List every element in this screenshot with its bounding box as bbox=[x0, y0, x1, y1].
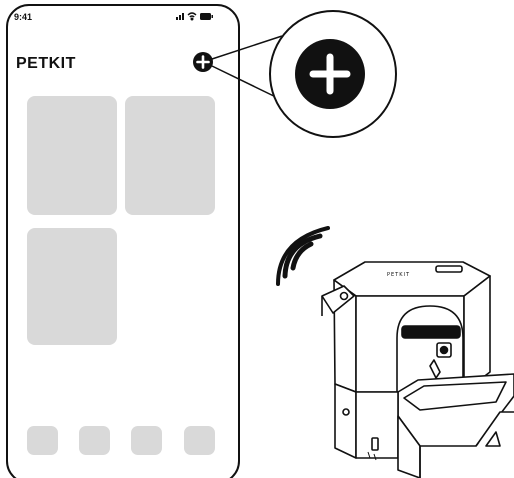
device-card[interactable] bbox=[27, 228, 117, 345]
dock-icon[interactable] bbox=[27, 426, 58, 455]
battery-icon bbox=[200, 13, 213, 20]
device-card[interactable] bbox=[27, 96, 117, 215]
device-card[interactable] bbox=[125, 96, 215, 215]
app-title: PETKIT bbox=[16, 55, 76, 72]
device-brand-label: PETKIT bbox=[387, 272, 410, 278]
status-time: 9:41 bbox=[14, 12, 32, 22]
zoom-callout bbox=[211, 10, 397, 138]
dock-icon[interactable] bbox=[184, 426, 215, 455]
phone: 9:41 PETKIT bbox=[6, 4, 240, 478]
signal-icon bbox=[176, 13, 184, 20]
callout-leader-bottom bbox=[211, 65, 283, 101]
dock-icon[interactable] bbox=[131, 426, 162, 455]
wifi-icon bbox=[187, 12, 197, 21]
callout-leader-top bbox=[211, 35, 283, 60]
plus-icon bbox=[196, 55, 210, 69]
dock-icon[interactable] bbox=[79, 426, 110, 455]
petkit-device: PETKIT bbox=[321, 261, 514, 478]
wifi-signal-icon bbox=[276, 226, 330, 286]
add-device-button[interactable] bbox=[193, 52, 213, 72]
plus-icon bbox=[309, 53, 351, 95]
